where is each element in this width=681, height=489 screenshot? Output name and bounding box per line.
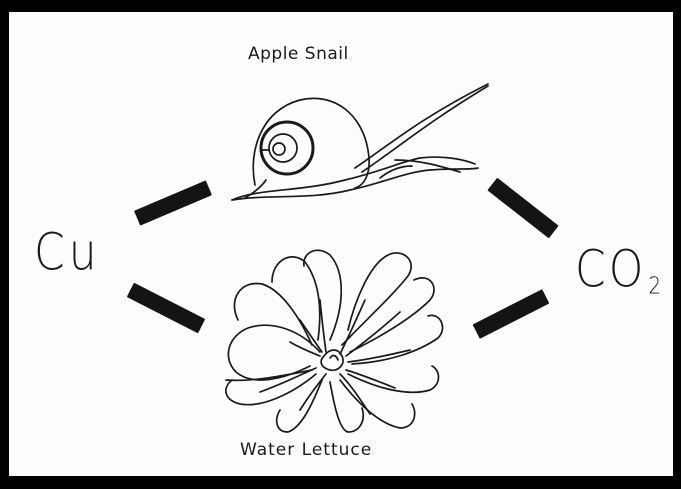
apple-snail-drawing xyxy=(232,84,488,200)
water-lettuce-drawing xyxy=(226,250,443,432)
